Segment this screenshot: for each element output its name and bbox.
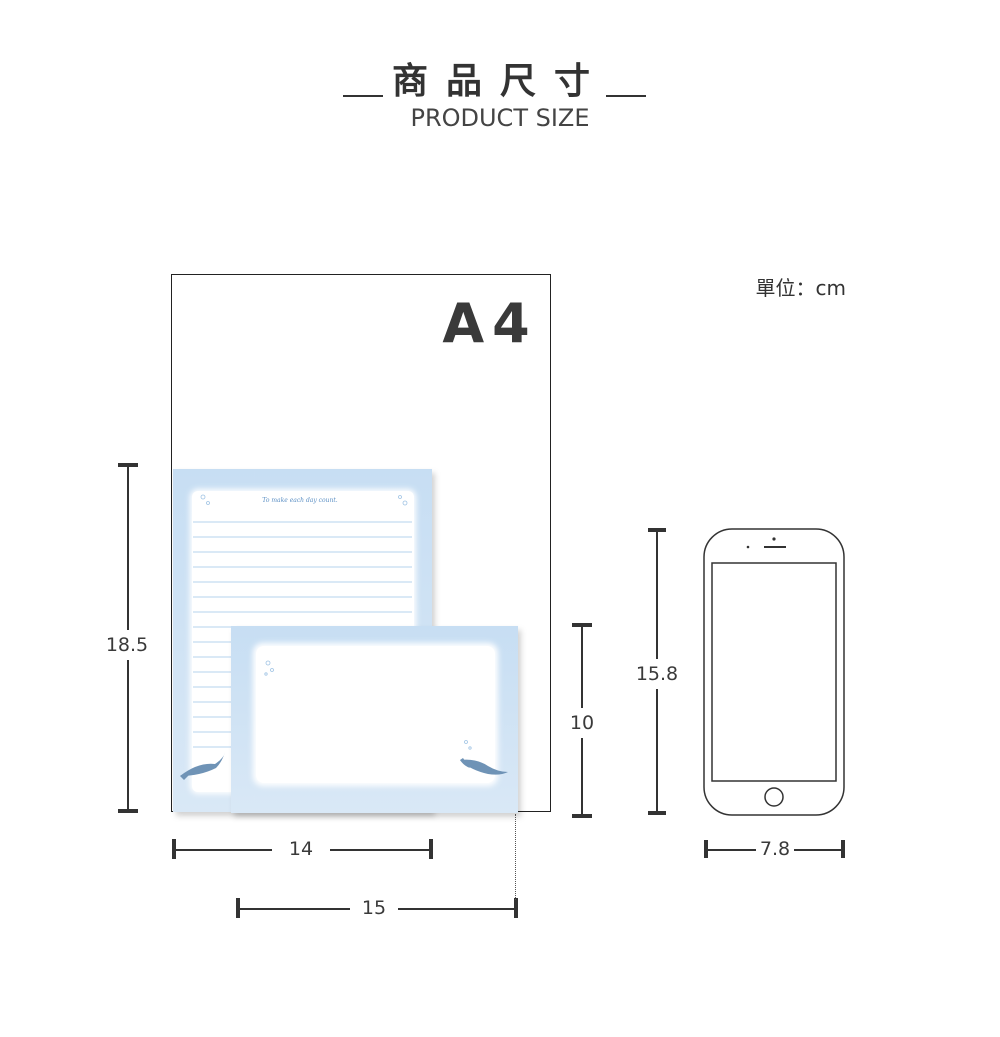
envelope <box>231 626 518 813</box>
a4-label: A4 <box>442 292 538 355</box>
title-right-rule <box>606 95 646 97</box>
dim-phone-height-label: 15.8 <box>632 659 682 689</box>
dim-phone-width-right-tick <box>841 840 845 858</box>
dim-phone-width-label: 7.8 <box>756 838 794 860</box>
bubble-icon <box>200 494 408 506</box>
page-title: 商品尺寸 <box>391 61 608 102</box>
dim-envelope-guide <box>515 814 516 900</box>
page-subtitle: PRODUCT SIZE <box>410 104 590 132</box>
dim-phone-height-bottom-tick <box>648 811 666 815</box>
letter-slogan: To make each day count. <box>262 497 338 504</box>
dim-envelope-width-right-tick <box>514 898 518 918</box>
envelope-whale-icon <box>460 758 508 775</box>
dim-letter-height-label: 18.5 <box>100 630 154 660</box>
dim-envelope-width-label: 15 <box>350 897 398 919</box>
dim-envelope-height-label: 10 <box>562 708 602 738</box>
phone-speaker-icon <box>746 537 786 549</box>
envelope-bubble-icon <box>264 660 472 750</box>
phone-outline <box>703 528 845 816</box>
dim-letter-height-bottom-tick <box>118 809 138 813</box>
whale-icon <box>180 752 225 780</box>
unit-note: 單位：cm <box>755 276 846 300</box>
dim-letter-width-right-tick <box>429 839 433 859</box>
dim-envelope-height-top-tick <box>572 623 592 627</box>
title-left-rule <box>343 95 383 97</box>
dim-envelope-height-bottom-tick <box>572 814 592 818</box>
letter-ruled-lines <box>193 521 412 748</box>
dim-letter-width-label: 14 <box>272 838 330 860</box>
dim-letter-height-top-tick <box>118 463 138 467</box>
